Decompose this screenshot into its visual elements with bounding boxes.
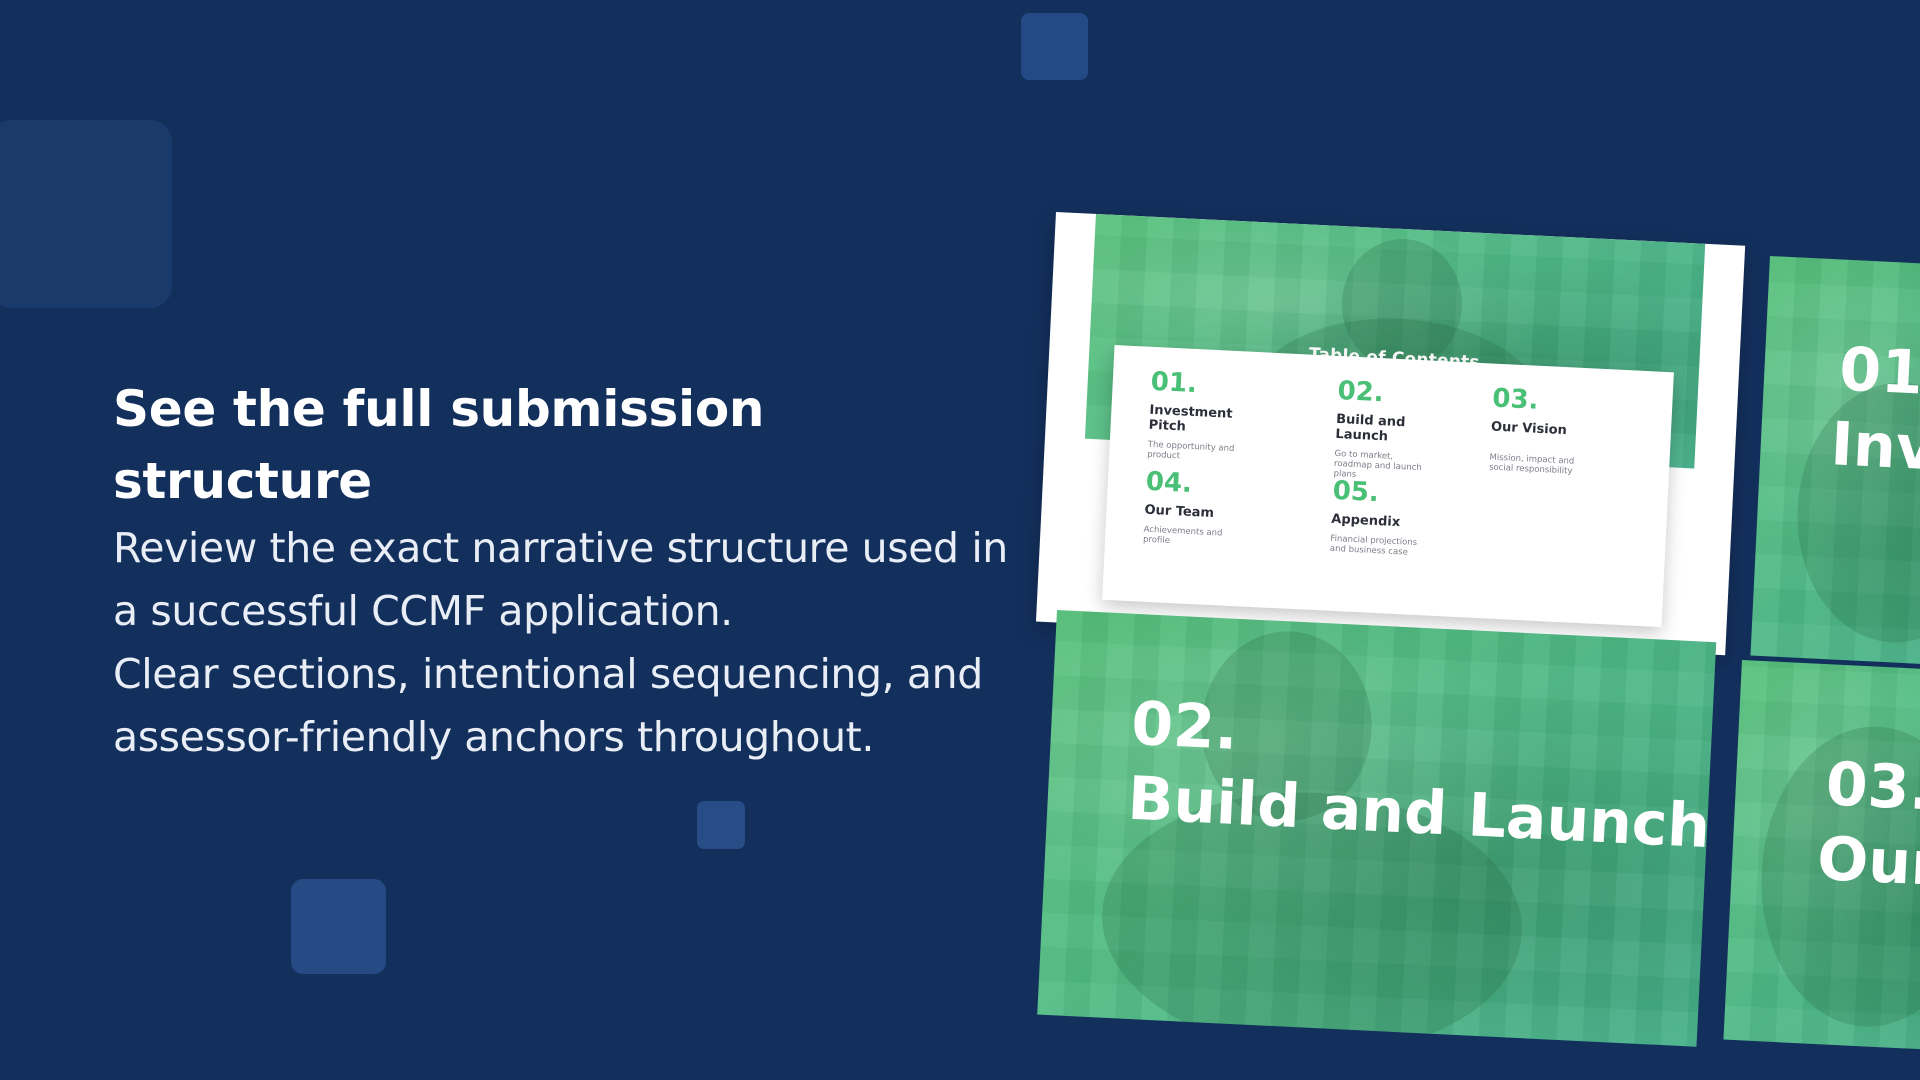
- section-slide-02: 02. Build and Launch: [1037, 610, 1717, 1047]
- section-number: 01: [1837, 334, 1920, 409]
- hero-body-line-4: assessor-friendly anchors throughout.: [113, 713, 874, 761]
- toc-item-name: Investment Pitch: [1148, 402, 1233, 435]
- section-title: Our: [1815, 823, 1920, 900]
- toc-item-number: 03.: [1491, 383, 1540, 416]
- decorative-square-bottom: [291, 879, 386, 974]
- section-number: 02.: [1129, 688, 1240, 764]
- toc-item: 01. Investment Pitch The opportunity and…: [1147, 367, 1311, 468]
- toc-item-name: Build and Launch: [1335, 411, 1406, 445]
- hero-copy: See the full submission structure Review…: [113, 373, 1013, 769]
- section-slide-03: 03. Our: [1723, 660, 1920, 1055]
- decorative-square-large: [0, 120, 172, 308]
- section-slide-01: 01 Inv: [1750, 256, 1920, 671]
- toc-item-number: 01.: [1150, 366, 1198, 400]
- toc-card: 01. Investment Pitch The opportunity and…: [1102, 345, 1674, 628]
- decorative-square-top: [1021, 13, 1088, 80]
- toc-item-number: 02.: [1336, 375, 1385, 409]
- toc-item: 05. Appendix Financial projections and b…: [1330, 476, 1494, 562]
- hero-body-line-2: a successful CCMF application.: [113, 587, 733, 635]
- toc-item: 02. Build and Launch Go to market, roadm…: [1333, 376, 1498, 487]
- toc-item: 03. Our Vision Mission, impact and socia…: [1489, 384, 1653, 481]
- toc-item-name: Our Team: [1144, 502, 1215, 522]
- toc-item-description: Achievements and profile: [1142, 524, 1223, 546]
- hero-headline: See the full submission structure: [113, 380, 765, 510]
- toc-slide: Table of Contents 01. Investment Pitch T…: [1035, 212, 1746, 656]
- hero-body-line-3: Clear sections, intentional sequencing, …: [113, 650, 983, 698]
- section-title: Inv: [1829, 409, 1920, 485]
- hero-body-line-1: Review the exact narrative structure use…: [113, 524, 1008, 572]
- section-number: 03.: [1824, 749, 1920, 825]
- toc-item-number: 04.: [1145, 466, 1193, 499]
- toc-item-description: Mission, impact and social responsibilit…: [1488, 452, 1575, 477]
- toc-item-name: Appendix: [1330, 511, 1401, 531]
- toc-item-description: Financial projections and business case: [1329, 533, 1418, 558]
- toc-item: 04. Our Team Achievements and profile: [1143, 467, 1307, 553]
- decorative-square-small: [697, 801, 745, 849]
- toc-item-number: 05.: [1331, 475, 1380, 509]
- toc-item-description: The opportunity and product: [1147, 439, 1235, 462]
- toc-item-name: Our Vision: [1490, 419, 1568, 439]
